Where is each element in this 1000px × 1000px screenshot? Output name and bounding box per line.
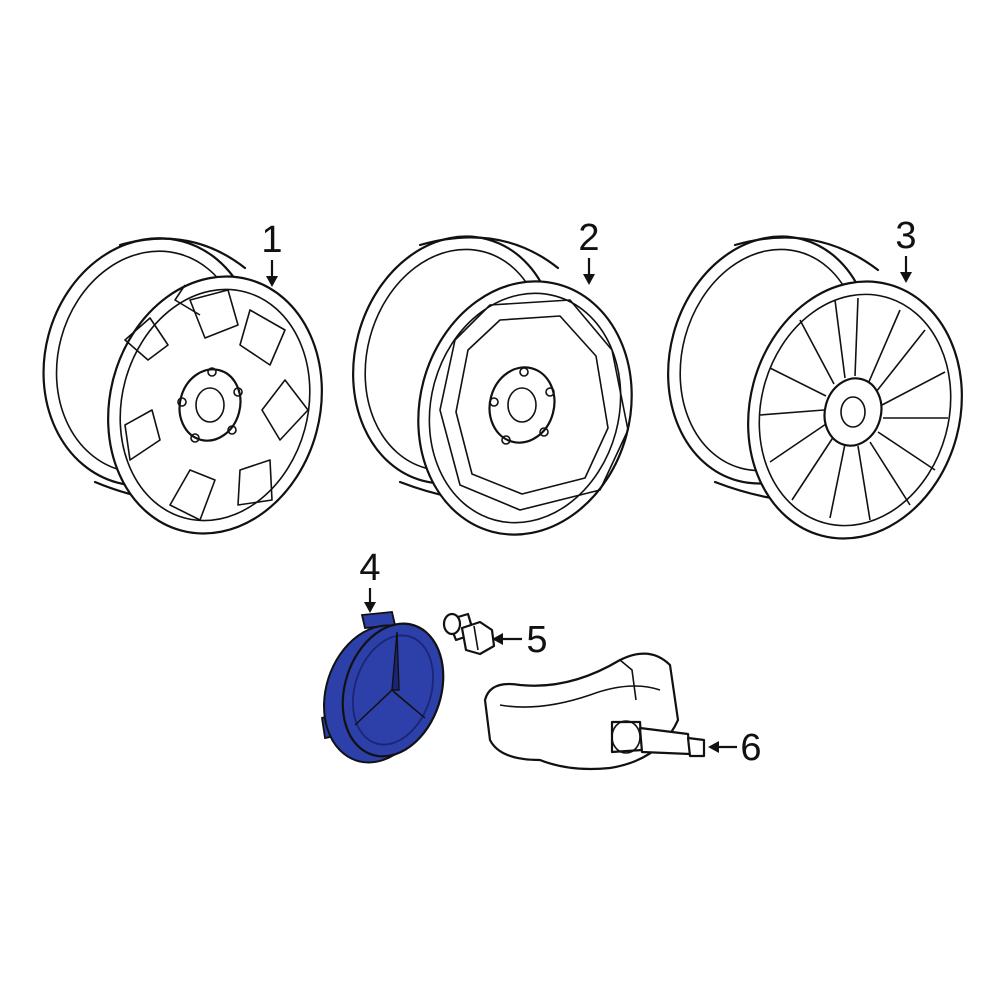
arrow-2 <box>583 274 595 285</box>
tpms-sensor[interactable] <box>483 652 706 771</box>
wheel-1[interactable] <box>16 214 350 558</box>
arrow-4 <box>364 602 376 613</box>
wheel-3[interactable] <box>641 213 990 562</box>
center-cap[interactable] <box>307 610 460 776</box>
arrow-1 <box>266 276 278 287</box>
callout-label-1: 1 <box>261 219 282 261</box>
callout-label-3: 3 <box>895 215 916 257</box>
arrow-6 <box>708 741 719 753</box>
callout-label-4: 4 <box>359 547 380 589</box>
arrow-3 <box>900 272 912 283</box>
arrow-5 <box>492 633 503 645</box>
wheel-2[interactable] <box>326 213 659 558</box>
valve-core-nut[interactable] <box>442 612 496 656</box>
callout-label-5: 5 <box>526 619 547 661</box>
callout-label-6: 6 <box>740 727 761 769</box>
callout-label-2: 2 <box>578 217 599 259</box>
